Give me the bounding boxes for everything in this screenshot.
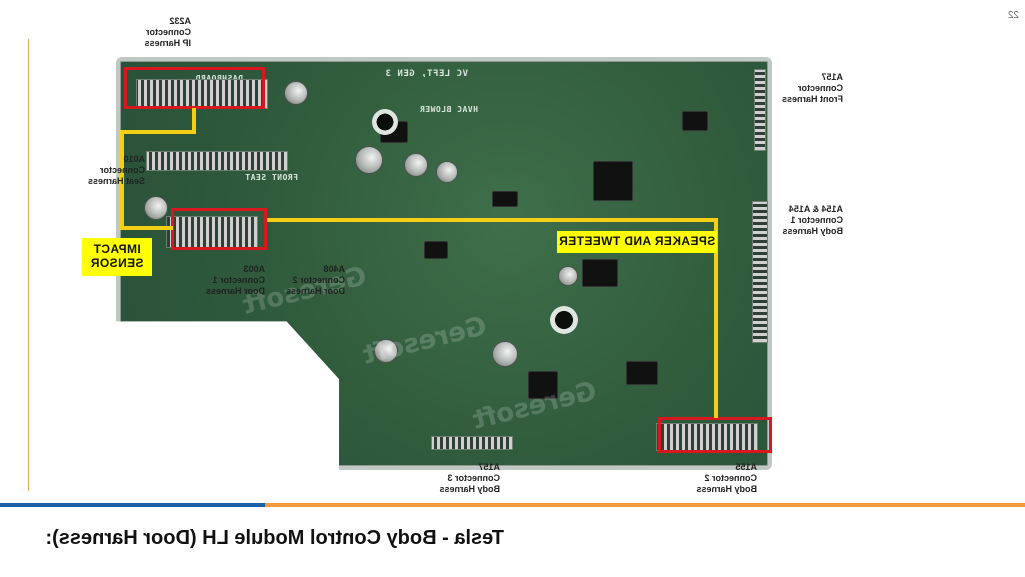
- capacitor: [144, 196, 168, 220]
- seat-harness-callout: A010 Connector Seat Harness: [87, 154, 145, 186]
- mounting-hole: [550, 306, 578, 334]
- wire-path: [267, 218, 715, 222]
- wire-path: [120, 130, 196, 134]
- body-harness-2-callout: A155 Connector 2 Body Harness: [696, 462, 757, 494]
- body-harness-3-callout: A157 Connector 3 Body Harness: [439, 462, 500, 494]
- ic-chip: [424, 241, 448, 259]
- ic-chip: [626, 361, 658, 385]
- wire-path: [192, 108, 196, 132]
- capacitor: [492, 341, 518, 367]
- secondary-chip: [582, 259, 618, 287]
- silkscreen-front-seat-label: FRONT SEAT: [244, 173, 298, 182]
- impact-sensor-label: IMPACT SENSOR: [82, 238, 152, 276]
- capacitor: [558, 266, 578, 286]
- ip-harness-callout: A232 Connector IP Harness: [144, 16, 191, 48]
- seat-harness-header: [146, 151, 288, 171]
- body-harness-1-header: [752, 201, 768, 343]
- front-harness-callout: A157 Connector Front Harness: [781, 72, 843, 104]
- watermark-text: Geresoft: [179, 371, 310, 431]
- front-harness-header: [754, 69, 766, 151]
- door-harness-2-callout: A408 Connector 2 Door Harness: [285, 264, 345, 296]
- capacitor: [284, 81, 308, 105]
- processor-chip: [593, 161, 633, 201]
- silkscreen-hvac-label: HVAC BLOWER: [419, 105, 478, 114]
- body-harness-1-callout: A154 & A154 Connector 1 Body Harness: [782, 204, 843, 236]
- body-harness-2-highlight: [658, 417, 772, 453]
- slide-title: Tesla - Body Control Module LH (Door Har…: [45, 527, 504, 549]
- door-harness-1-callout: A003 Connector 1 Door Harness: [205, 264, 265, 296]
- accent-stripe-blue: [0, 503, 265, 507]
- mounting-hole: [372, 109, 398, 135]
- page-number: 22: [1007, 10, 1019, 21]
- orange-vertical-rule: [28, 39, 29, 491]
- capacitor: [436, 161, 458, 183]
- wire-path: [120, 226, 173, 230]
- accent-stripe-orange: [265, 503, 1025, 507]
- ic-chip: [492, 191, 518, 207]
- watermark-text: Geresoft: [359, 311, 490, 371]
- silkscreen-vc-label: VC LEFT, GEN 3: [385, 69, 468, 79]
- body-harness-3-header: [431, 436, 513, 450]
- door-harness-1-highlight: [171, 208, 267, 250]
- ic-chip: [682, 111, 708, 131]
- capacitor: [355, 146, 383, 174]
- speaker-tweeter-label: SPEAKER AND TWEETER: [557, 231, 717, 253]
- ip-harness-highlight: [124, 67, 265, 109]
- capacitor: [404, 153, 428, 177]
